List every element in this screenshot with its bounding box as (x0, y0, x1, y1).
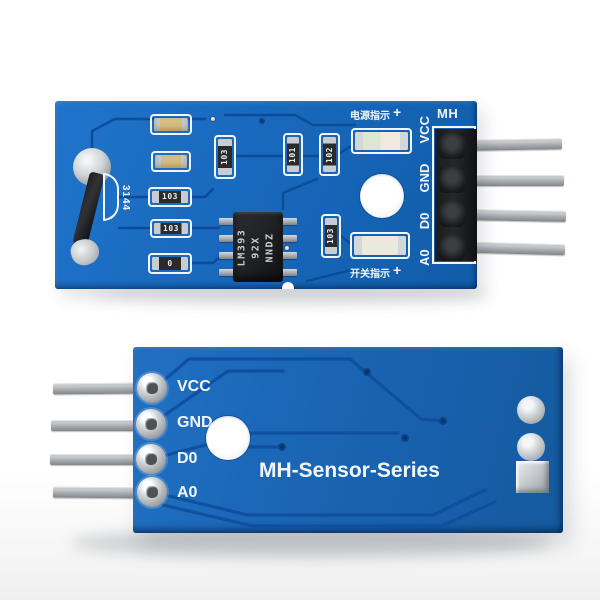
mounting-hole-front (360, 174, 404, 218)
back-copper-traces (149, 357, 497, 528)
ic-pin (282, 235, 297, 242)
hall-sensor (72, 171, 105, 247)
pin-header-plastic (435, 129, 477, 261)
front-header-pin-4 (467, 241, 566, 256)
back-pin-label-a0: A0 (177, 484, 198, 501)
smd-diode-2 (151, 151, 191, 172)
sensor-marking: 3144 (120, 184, 131, 212)
front-module-shadow (90, 284, 490, 304)
back-pin-vcc (52, 382, 136, 395)
back-pin-d0 (50, 454, 135, 465)
resistor-r3: 102 (319, 133, 340, 176)
ic-body (233, 212, 283, 282)
ic-pin (219, 218, 234, 225)
resistor-r5: 103 (150, 219, 192, 238)
resistor-r6: 0 (148, 253, 192, 274)
header-bump (439, 200, 465, 227)
front-header-pin-1 (467, 138, 563, 151)
sensor-footprint-outline (103, 173, 119, 221)
resistor-r4: 103 (148, 187, 192, 207)
back-via (278, 443, 286, 451)
resistor-r2-label: 101 (288, 146, 298, 163)
edge-notch (282, 282, 294, 289)
front-pin-label-gnd: GND (417, 163, 432, 193)
back-pin-label-gnd: GND (177, 414, 213, 431)
solder-joint-vcc (137, 373, 167, 403)
mh-label: MH (437, 106, 459, 121)
power-led (351, 128, 412, 154)
resistor-r4-label: 103 (162, 192, 178, 201)
back-pin-gnd (51, 420, 135, 431)
back-module-pcb: VCC GND D0 A0 MH-Sensor-Series (133, 347, 563, 533)
ic-marking-line1: LM393 (236, 228, 248, 267)
ic-pin (282, 252, 297, 259)
switch-led (350, 232, 410, 259)
switch-indicator-text: 开关指示 (350, 269, 390, 280)
back-module-shadow (70, 528, 550, 558)
resistor-r2: 101 (283, 133, 303, 176)
front-module-pcb: 3144 103 103 0 103 101 102 103 LM393 92X… (55, 101, 477, 289)
front-via (284, 245, 290, 251)
ic-pin (219, 235, 234, 242)
ic-pin (282, 218, 297, 225)
solder-joint-d0 (136, 444, 166, 474)
ic-pin (219, 252, 234, 259)
back-via (363, 368, 371, 376)
round-pad-1 (517, 396, 545, 424)
power-indicator-text: 电源指示 (350, 111, 390, 122)
ic-pin (282, 269, 297, 276)
resistor-r3-label: 102 (324, 146, 334, 163)
front-pin-label-a0: A0 (417, 249, 432, 266)
back-pin-a0 (52, 486, 136, 499)
resistor-r1-label: 103 (220, 149, 230, 165)
ic-pin (219, 269, 234, 276)
back-pin-label-vcc: VCC (177, 378, 211, 395)
switch-indicator-plus: + (393, 262, 402, 278)
ic-marking-line3: NNDZ (264, 232, 276, 263)
front-pin-label-vcc: VCC (417, 116, 432, 144)
square-pad (516, 461, 549, 493)
round-pad-2 (517, 433, 545, 461)
comparator-ic: LM393 92X NNDZ (219, 212, 297, 282)
resistor-r5-label: 103 (163, 223, 179, 233)
back-via (401, 434, 409, 442)
power-indicator-plus: + (393, 104, 402, 120)
front-pin-label-d0: D0 (417, 212, 432, 230)
ic-marking-line2: 92X (250, 236, 262, 259)
series-label: MH-Sensor-Series (259, 459, 440, 482)
switch-indicator-label: 开关指示+ (350, 262, 402, 280)
back-pin-label-d0: D0 (177, 450, 198, 467)
power-indicator-label: 电源指示+ (350, 104, 402, 122)
front-header-pin-3 (467, 209, 567, 222)
header-bump (439, 166, 465, 193)
resistor-r7: 103 (321, 214, 341, 258)
front-header-pin-2 (468, 175, 564, 186)
resistor-r1: 103 (214, 135, 236, 179)
front-via (210, 116, 216, 122)
solder-joint-a0 (137, 477, 167, 507)
resistor-r7-label: 103 (326, 228, 336, 244)
header-bump (439, 132, 465, 159)
resistor-r6-label: 0 (167, 258, 173, 268)
solder-joint-gnd (136, 409, 166, 439)
smd-diode-1 (150, 114, 192, 135)
ic-marking: LM393 92X NNDZ (236, 216, 281, 280)
front-via (259, 118, 265, 124)
front-pin-labels: A0 D0 GND VCC (417, 116, 432, 266)
header-bump (439, 234, 465, 261)
mounting-hole-back (206, 416, 250, 460)
back-via (439, 417, 447, 425)
